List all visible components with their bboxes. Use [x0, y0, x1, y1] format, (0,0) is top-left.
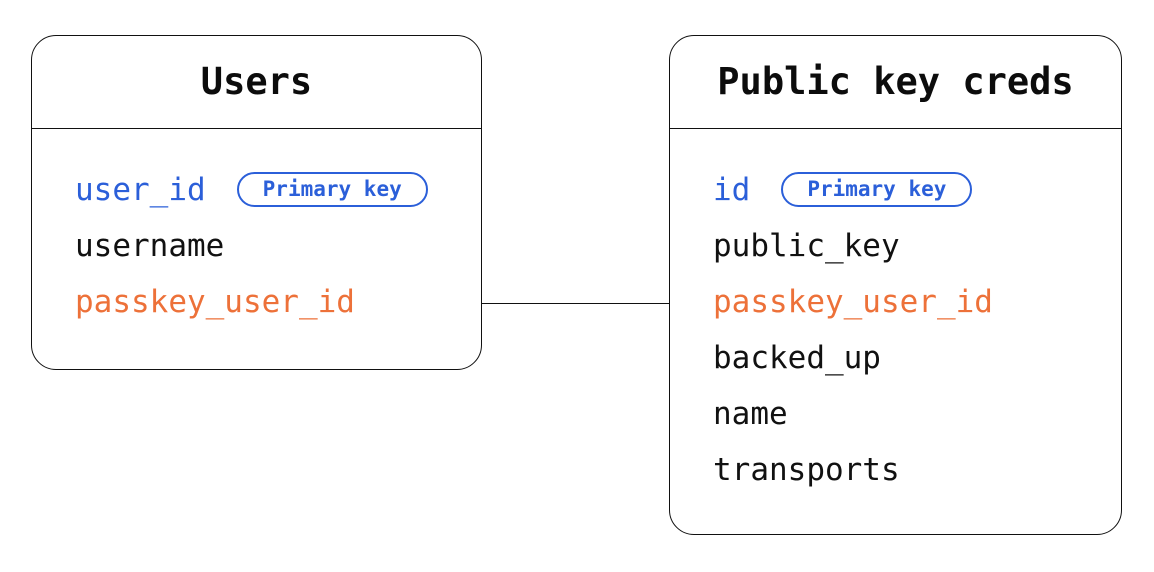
field-row: passkey_user_id [713, 274, 1101, 330]
field-row: name [713, 386, 1101, 442]
primary-key-badge-label: Primary key [807, 176, 947, 201]
entity-users-title: Users [200, 60, 313, 104]
entity-public-key-creds-body: id Primary key public_key passkey_user_i… [670, 129, 1121, 498]
field-name-user-id: user_id [75, 171, 206, 208]
entity-users-header: Users [32, 36, 481, 129]
field-name-id: id [713, 171, 751, 208]
field-name-transports: transports [713, 451, 900, 488]
field-name-username: username [75, 227, 225, 264]
field-name-passkey-user-id: passkey_user_id [713, 283, 993, 320]
field-name-passkey-user-id: passkey_user_id [75, 283, 355, 320]
primary-key-badge-label: Primary key [262, 176, 402, 201]
field-row: username [75, 218, 461, 274]
relationship-line [482, 303, 669, 304]
field-row: id Primary key [713, 162, 1101, 218]
field-row: public_key [713, 218, 1101, 274]
entity-public-key-creds-title: Public key creds [717, 60, 1074, 104]
field-row: user_id Primary key [75, 162, 461, 218]
field-row: transports [713, 442, 1101, 498]
field-row: passkey_user_id [75, 274, 461, 330]
entity-public-key-creds: Public key creds id Primary key public_k… [669, 35, 1122, 535]
field-name-backed-up: backed_up [713, 339, 881, 376]
entity-public-key-creds-header: Public key creds [670, 36, 1121, 129]
field-name-public-key: public_key [713, 227, 900, 264]
primary-key-badge: Primary key [781, 172, 973, 207]
field-row: backed_up [713, 330, 1101, 386]
entity-users-body: user_id Primary key username passkey_use… [32, 129, 481, 330]
field-name-name: name [713, 395, 788, 432]
entity-users: Users user_id Primary key username passk… [31, 35, 482, 370]
primary-key-badge: Primary key [236, 172, 428, 207]
